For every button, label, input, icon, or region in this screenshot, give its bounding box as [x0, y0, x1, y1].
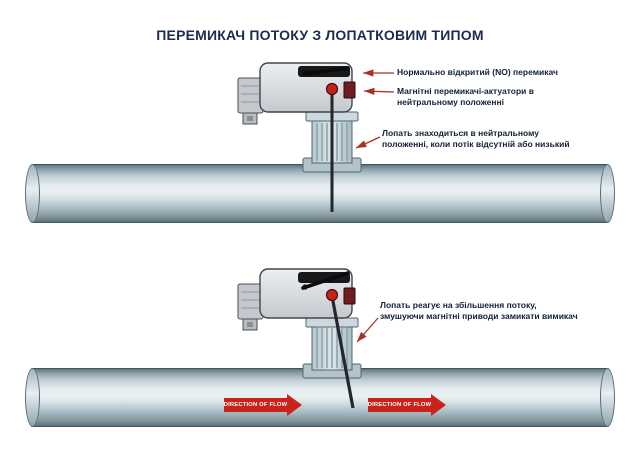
connector-pin — [247, 322, 253, 327]
page-title: ПЕРЕМИКАЧ ПОТОКУ З ЛОПАТКОВИМ ТИПОМ — [156, 27, 484, 43]
cable-connector — [237, 77, 264, 114]
switch-lever — [301, 271, 350, 290]
pipe-end-cap-right — [600, 164, 615, 223]
pipe-end-cap-left — [25, 368, 40, 427]
flow-switch-device-actuated — [237, 268, 362, 409]
magnetic-actuator — [343, 287, 356, 305]
pipe-end-cap-right — [600, 368, 615, 427]
connector-ridges — [241, 291, 260, 309]
annotation-vane-actuated: Лопать реагує на збільшення потоку, змуш… — [380, 300, 578, 322]
fitting-flange — [305, 317, 359, 328]
vane-paddle-deflected — [330, 295, 355, 409]
fitting-threads — [316, 328, 348, 368]
cable-connector — [237, 283, 264, 320]
annotation-vane-neutral: Лопать знаходиться в нейтральному положе… — [382, 128, 570, 150]
switch-slot — [298, 272, 350, 283]
flow-direction-arrow-left: DIRECTION OF FLOW — [224, 398, 287, 412]
switch-lever — [302, 66, 350, 76]
annotation-actuators: Магнітні перемикачі-актуатори в нейтраль… — [397, 86, 534, 108]
flow-arrow-label: DIRECTION OF FLOW — [223, 402, 288, 408]
pipe-end-cap-left — [25, 164, 40, 223]
pivot-magnet — [325, 82, 339, 96]
pivot-magnet — [325, 288, 339, 302]
connector-pin — [247, 116, 253, 121]
lever-pivot — [302, 284, 308, 290]
flow-switch-device-neutral — [237, 62, 362, 212]
flow-direction-arrow-right: DIRECTION OF FLOW — [368, 398, 431, 412]
magnetic-actuator — [343, 81, 356, 99]
lever-pivot — [303, 70, 309, 76]
flow-arrow-label: DIRECTION OF FLOW — [367, 402, 432, 408]
annotation-no-switch: Нормально відкритий (NO) перемикач — [397, 67, 558, 77]
connector-ridges — [241, 85, 260, 103]
